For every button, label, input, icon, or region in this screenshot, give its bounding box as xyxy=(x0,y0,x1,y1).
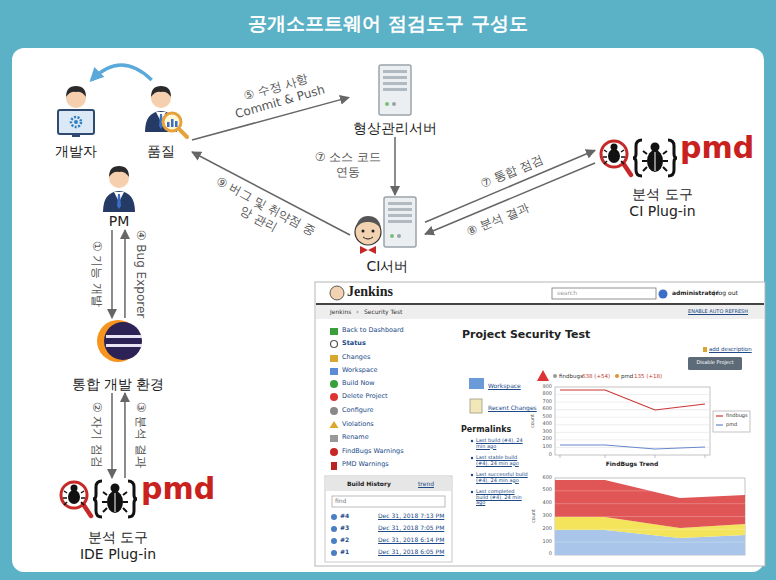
screen-text: 900 xyxy=(542,384,552,390)
screen-text: administrator xyxy=(672,290,718,297)
screen-text: add description xyxy=(709,346,752,352)
screen-text: 0 xyxy=(549,452,552,458)
screen-text: search xyxy=(557,290,577,297)
screen-text: 700 xyxy=(542,399,552,405)
screen-text: pmd xyxy=(680,131,754,166)
screen-text: 500 xyxy=(542,487,552,493)
screen-text: #1 xyxy=(340,549,349,556)
screen-text: 500 xyxy=(542,414,552,420)
screen-text: Configure xyxy=(342,407,374,414)
screen-text: Delete Project xyxy=(342,393,388,400)
screen-text: | log out xyxy=(713,290,738,297)
step-label: ⑦ 통합 점검 xyxy=(479,152,546,192)
screen-text: Last successful build (#4), 24 min ago xyxy=(476,472,528,483)
screen-text: 200 xyxy=(542,526,552,532)
screen-text: 300 xyxy=(542,513,552,519)
screen-text: Recent Changes xyxy=(488,405,537,412)
screen-text: 600 xyxy=(542,406,552,412)
screen-text: #2 xyxy=(340,537,349,544)
screen-text: PMD Warnings xyxy=(342,461,389,468)
step-label: ⑧ 분석 결과 xyxy=(465,200,532,240)
icon-node: 통합 개발 환경 xyxy=(58,318,178,393)
screen-text: 600 xyxy=(542,475,552,481)
screen-text: pmd xyxy=(141,472,215,507)
screen-text: pmd xyxy=(621,373,633,379)
screen-text: ENABLE AUTO REFRESH xyxy=(688,309,748,315)
icon-node: 형상관리서버 xyxy=(349,65,441,137)
node-label: 분석 도구 IDE Plug-in xyxy=(76,529,160,563)
screen-text: findbugs xyxy=(559,373,583,379)
screen-text: Workspace xyxy=(342,367,378,374)
node-label: 분석 도구 CI Plug-in xyxy=(627,186,699,220)
screen-text: Build History xyxy=(347,481,391,488)
screen-text: Permalinks xyxy=(461,425,511,434)
screen-text: count xyxy=(531,509,537,523)
legend-text: findbugs xyxy=(726,413,748,419)
screen-text: Dec 31, 2018 6:05 PM xyxy=(378,549,444,556)
screen-text: Security Test xyxy=(364,309,402,316)
node-label: CI서버 xyxy=(367,258,409,275)
connector-arrow xyxy=(111,393,113,478)
icon-node: PM xyxy=(88,160,150,230)
screen-text: Dec 31, 2018 6:14 PM xyxy=(378,537,444,544)
screen-text: 800 xyxy=(542,391,552,397)
screen-text: Status xyxy=(342,340,366,347)
diagram-title: 공개소프트웨어 점검도구 구성도 xyxy=(0,11,776,37)
screen-text: 300 xyxy=(542,429,552,435)
step-label: ⑨ 버그 및 취약점 중앙 관리 xyxy=(206,174,317,252)
step-label: ② 자기 점검 xyxy=(89,402,104,468)
screen-text: Jenkins xyxy=(330,309,351,316)
connector-arrow xyxy=(92,65,152,80)
icon-node: CI서버 xyxy=(350,195,425,275)
screen-text: Dec 31, 2018 7:05 PM xyxy=(378,525,444,532)
screen-text: 400 xyxy=(542,500,552,506)
screen-text: 135 (+18) xyxy=(634,373,662,379)
step-label: ③ 분석 결과 xyxy=(133,402,148,468)
icon-node: 개발자 xyxy=(45,80,107,160)
screen-text: Last completed build (#4), 24 min ago xyxy=(476,489,528,506)
node-label: 형상관리서버 xyxy=(353,120,437,137)
connector-arrow xyxy=(124,393,126,478)
screen-text: count xyxy=(530,414,536,428)
screen-text: › xyxy=(356,308,359,316)
screen-text: 400 xyxy=(542,421,552,427)
screen-text: Changes xyxy=(342,354,370,361)
connector-arrow xyxy=(394,137,396,195)
screen-text: #4 xyxy=(340,513,349,520)
node-label: 개발자 xyxy=(55,143,97,160)
screen-text: Jenkins xyxy=(347,284,393,300)
screen-text: FindBugs Trend xyxy=(606,461,659,468)
node-label: PM xyxy=(109,213,130,230)
screen-text: Project Security Test xyxy=(462,329,590,342)
screen-text: Workspace xyxy=(488,383,521,390)
screen-text: 100 xyxy=(542,444,552,450)
screen-text: Dec 31, 2018 7:13 PM xyxy=(378,513,444,520)
legend-text: pmd xyxy=(726,422,737,428)
screen-text: Violations xyxy=(342,421,374,428)
step-label: ⑤ 수정 사항 Commit & Push xyxy=(226,67,330,123)
node-label: 품질 xyxy=(147,143,175,160)
screen-text: Rename xyxy=(342,434,369,441)
screen-text: Last stable build (#4), 24 min ago xyxy=(476,455,528,466)
screen-text: 0 xyxy=(549,551,552,557)
icon-node: 품질 xyxy=(130,80,192,160)
screen-text: Build Now xyxy=(342,380,375,387)
screen-text: #3 xyxy=(340,525,349,532)
step-label: ④ Bug Exporer xyxy=(133,230,148,318)
node-label: 통합 개발 환경 xyxy=(72,376,165,393)
screen-text: 638 (+54) xyxy=(582,373,610,379)
screen-text: FindBugs Warnings xyxy=(342,448,404,455)
step-label: ① 기능 개발 xyxy=(89,241,104,307)
screen-text: Back to Dashboard xyxy=(342,327,404,334)
screen-text: 100 xyxy=(542,539,552,545)
connector-arrow xyxy=(111,230,113,318)
step-label: ⑦ 소스 코드 연동 xyxy=(308,150,388,180)
screen-text: find xyxy=(335,498,346,505)
screen-text: 200 xyxy=(542,436,552,442)
screen-text: Last build (#4), 24 min ago xyxy=(476,438,528,449)
screen-text: Disable Project xyxy=(696,360,733,366)
screen-text: trend xyxy=(418,481,434,488)
connector-arrow xyxy=(124,230,126,318)
